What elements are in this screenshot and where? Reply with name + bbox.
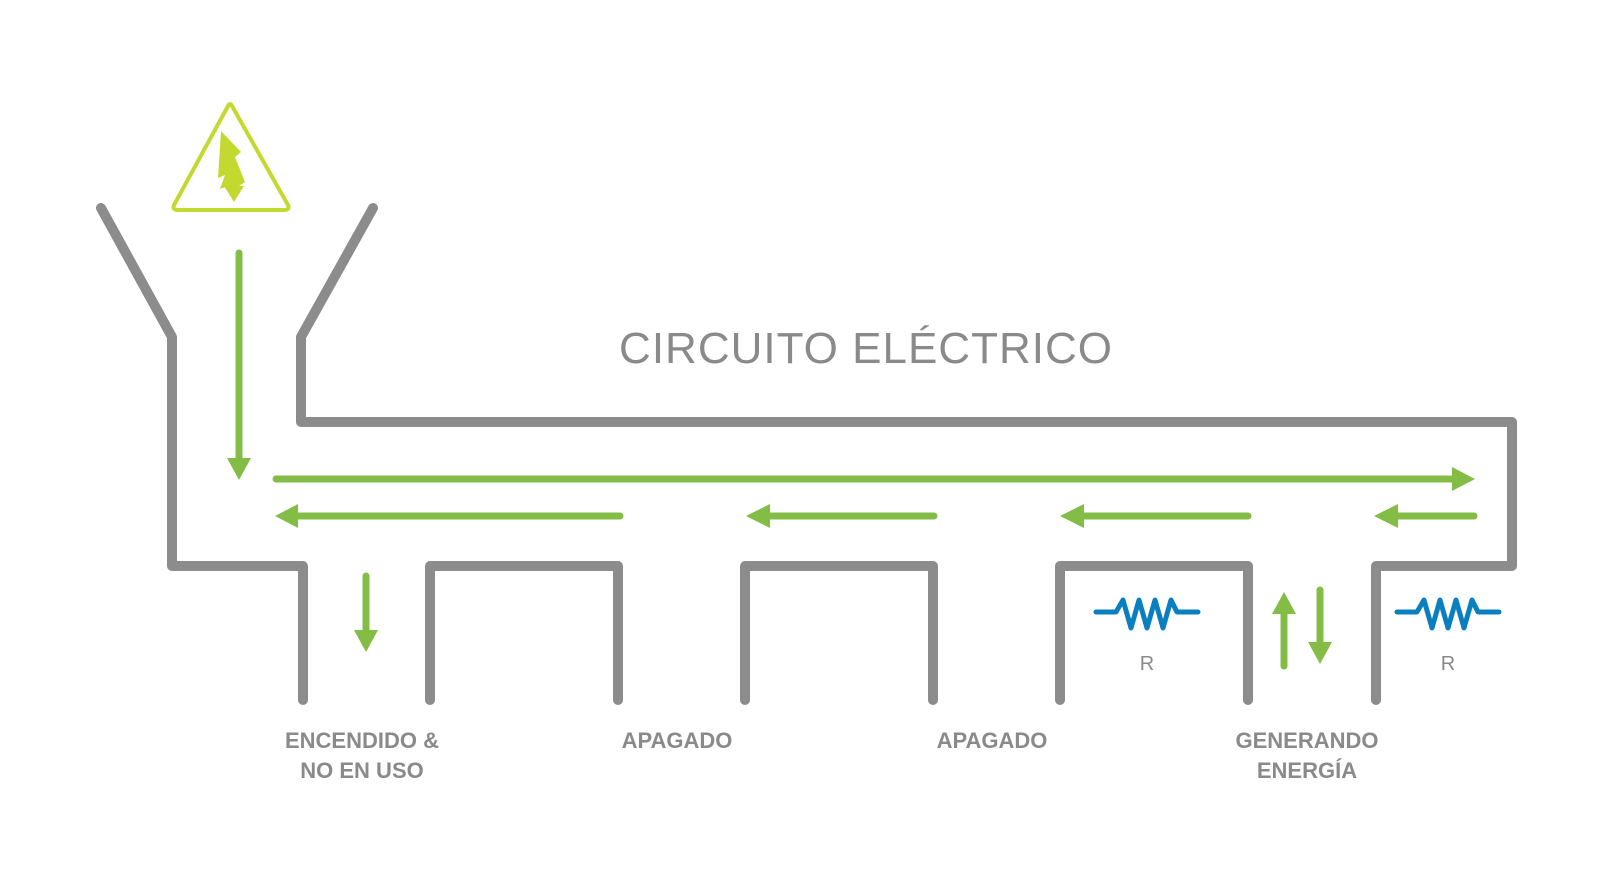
branch-label-generating: GENERANDO ENERGÍA	[1235, 728, 1378, 783]
circuit-conduit	[96, 203, 1517, 705]
branch-label-on-idle: ENCENDIDO & NO EN USO	[285, 728, 439, 783]
flow-arrow-in	[227, 249, 251, 480]
resistor-label: R	[1441, 653, 1455, 675]
flow-arrow-generating-up	[1272, 592, 1296, 670]
branch-label-line: APAGADO	[622, 728, 733, 753]
current-flow-arrows	[227, 249, 1478, 670]
flow-arrow-branch-down	[354, 572, 378, 652]
flow-arrow-return-3	[1060, 504, 1252, 528]
resistor-label: R	[1140, 653, 1154, 675]
high-voltage-warning-icon	[171, 102, 291, 212]
flow-arrow-return-1	[275, 504, 624, 528]
flow-arrow-return-2	[746, 504, 938, 528]
flow-arrow-generating-down	[1308, 586, 1332, 664]
branch-label-line: ENCENDIDO &	[285, 728, 439, 753]
flow-arrow-main-right	[272, 467, 1475, 491]
branch-label-line: ENERGÍA	[1257, 758, 1357, 783]
flow-arrow-return-4	[1374, 504, 1478, 528]
resistor-icon	[1394, 597, 1502, 631]
branch-label-line: APAGADO	[937, 728, 1048, 753]
branch-label-off-2: APAGADO	[937, 728, 1048, 753]
resistor-icon	[1093, 597, 1201, 631]
diagram-title: CIRCUITO ELÉCTRICO	[619, 324, 1113, 373]
branch-label-off-1: APAGADO	[622, 728, 733, 753]
branch-label-line: NO EN USO	[300, 758, 423, 783]
branch-label-line: GENERANDO	[1235, 728, 1378, 753]
